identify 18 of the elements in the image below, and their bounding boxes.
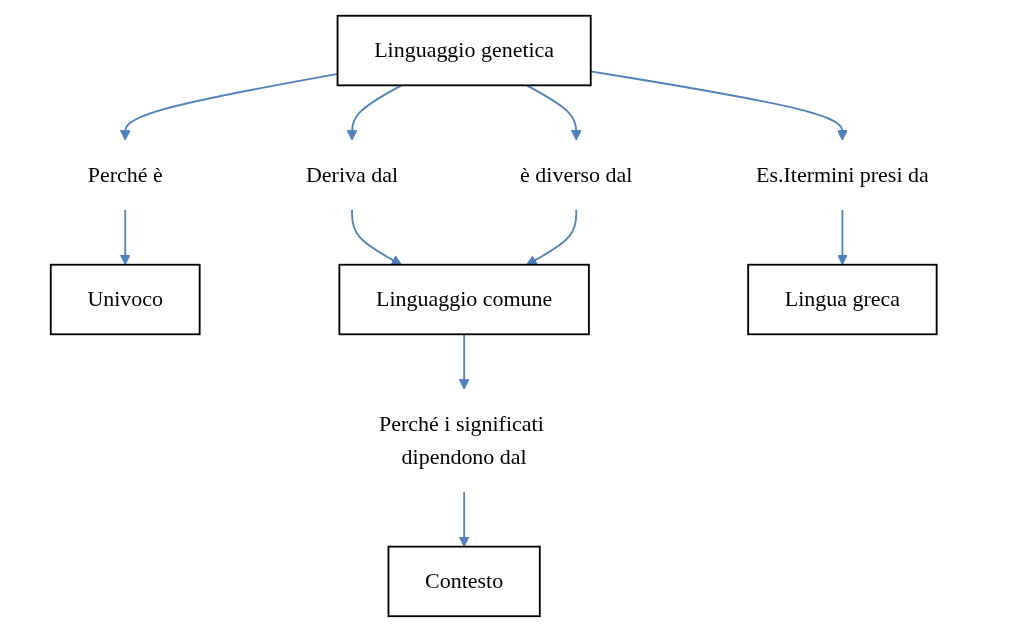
node-box: Linguaggio genetica xyxy=(337,14,593,87)
node-box: Linguaggio comune xyxy=(338,263,591,336)
arrow xyxy=(120,208,131,266)
node-text: Perché i significati dipendono dal xyxy=(379,411,545,469)
arrow xyxy=(837,208,849,266)
node-box: Contesto xyxy=(388,545,542,618)
node-text: Deriva dal xyxy=(306,162,399,187)
node-box: Univoco xyxy=(50,263,201,336)
arrow xyxy=(347,84,403,141)
node-box: Lingua greca xyxy=(747,263,938,336)
node-text: Perché è xyxy=(88,162,164,187)
node-text: Es.Itermini presi da xyxy=(756,162,930,187)
arrow xyxy=(526,84,583,141)
arrow xyxy=(351,208,403,266)
node-text: è diverso dal xyxy=(520,162,633,187)
arrow xyxy=(459,490,470,548)
arrow xyxy=(459,333,470,390)
arrow xyxy=(526,208,578,266)
